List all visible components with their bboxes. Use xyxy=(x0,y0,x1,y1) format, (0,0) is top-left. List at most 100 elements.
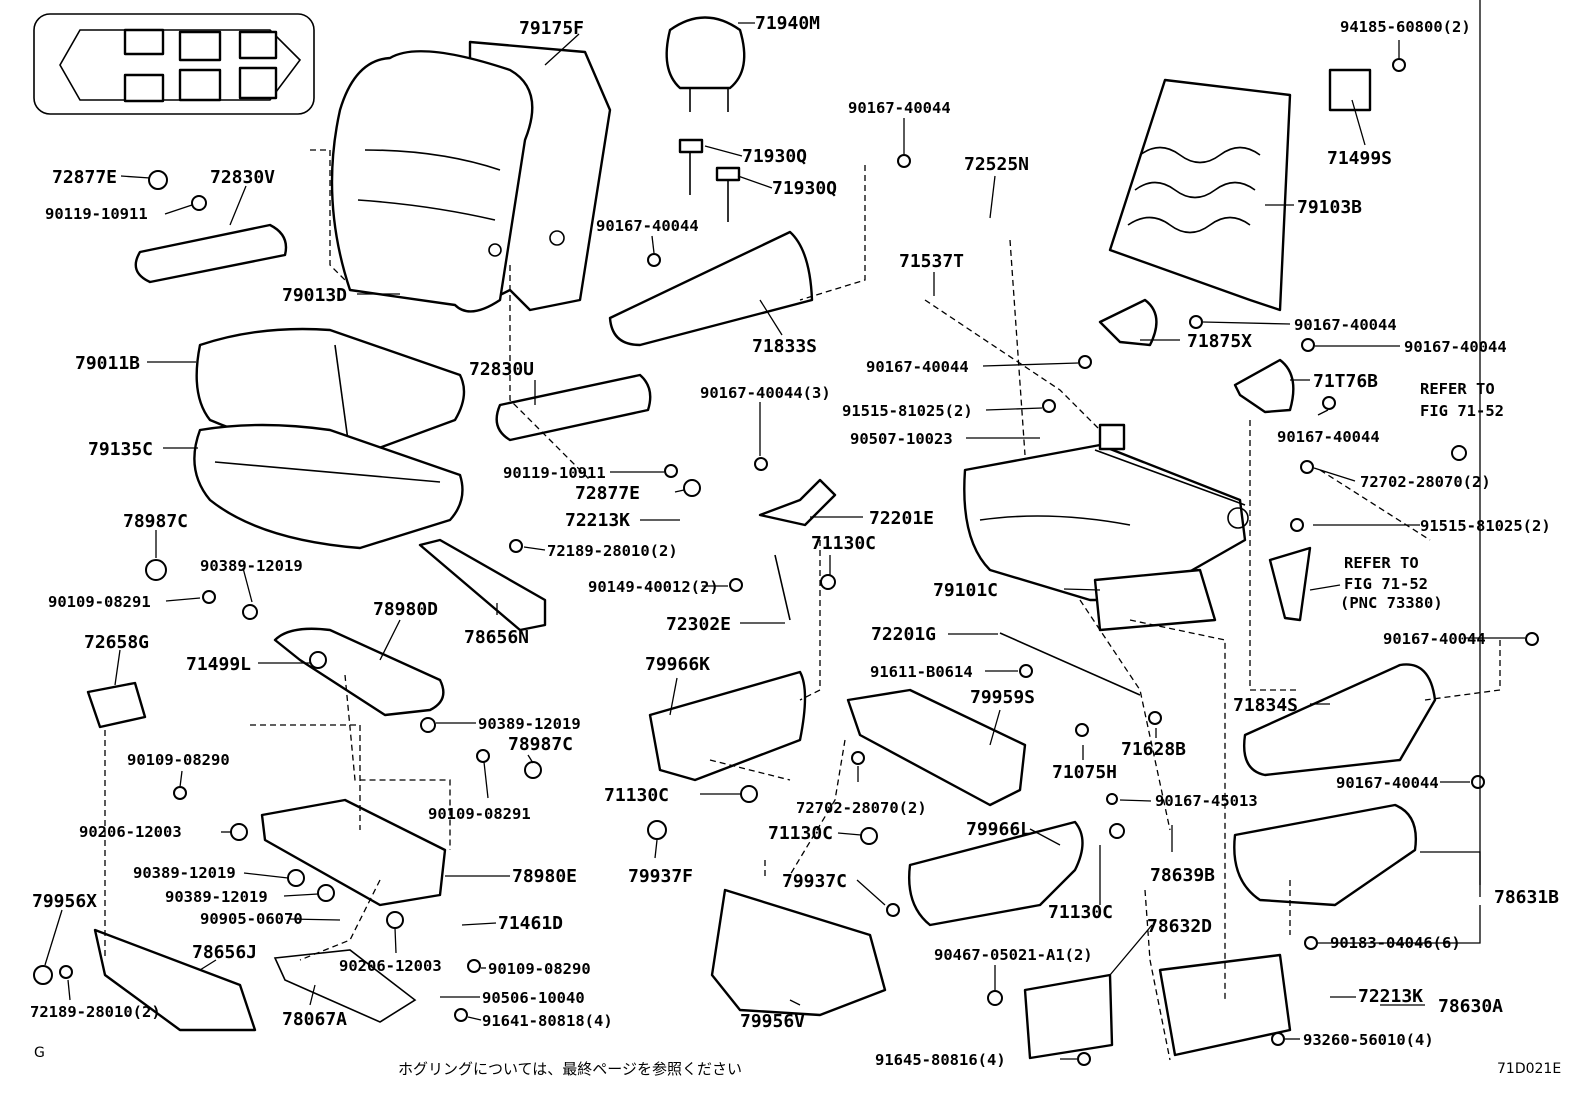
seat-cushion-assembly xyxy=(193,327,466,550)
label-72830V: 72830V xyxy=(210,167,275,188)
label-91611-B0614: 91611-B0614 xyxy=(870,663,973,681)
label-78632D: 78632D xyxy=(1147,916,1212,937)
label-90167-40044-r5: 90167-40044 xyxy=(1336,774,1439,792)
label-71875X: 71875X xyxy=(1187,331,1252,352)
side-trim-72658G xyxy=(86,681,147,729)
label-72213K-a: 72213K xyxy=(565,510,630,531)
label-71930Q-b: 71930Q xyxy=(772,178,837,199)
label-78987C-a: 78987C xyxy=(123,511,188,532)
label-91641-80818: 91641-80818(4) xyxy=(482,1012,613,1030)
side-cover-right xyxy=(1243,663,1437,777)
label-79135C: 79135C xyxy=(88,439,153,460)
belt-buckle xyxy=(1268,546,1312,622)
label-71130C-c: 71130C xyxy=(768,823,833,844)
headrest-part xyxy=(665,16,746,222)
label-90905-06070: 90905-06070 xyxy=(200,910,303,928)
label-71130C-b: 71130C xyxy=(604,785,669,806)
label-79937F: 79937F xyxy=(628,866,693,887)
refer-note-a-line1: REFER TO xyxy=(1420,380,1495,398)
label-90389-12019-c: 90389-12019 xyxy=(133,864,236,882)
label-91515-81025-b: 91515-81025(2) xyxy=(1420,517,1551,535)
label-90167-40044-r2: 90167-40044 xyxy=(1404,338,1507,356)
armrest-right-part xyxy=(495,373,652,442)
label-72525N: 72525N xyxy=(964,154,1029,175)
alignment-lines xyxy=(104,149,1501,1061)
label-79966L: 79966L xyxy=(966,819,1031,840)
label-78656N: 78656N xyxy=(464,627,529,648)
label-79956V: 79956V xyxy=(740,1011,805,1032)
stay-bar-78656N xyxy=(418,538,547,632)
footnote-text: ホグリングについては、最終ページを参照ください xyxy=(398,1060,742,1078)
label-90506-10040: 90506-10040 xyxy=(482,989,585,1007)
label-71130C-d: 71130C xyxy=(1048,902,1113,923)
label-94185-60800: 94185-60800(2) xyxy=(1340,18,1471,36)
cup-tray-part xyxy=(1233,803,1417,907)
label-90167-45013: 90167-45013 xyxy=(1155,792,1258,810)
label-90167-40044-3: 90167-40044(3) xyxy=(700,384,831,402)
label-78639B: 78639B xyxy=(1150,865,1215,886)
label-71537T: 71537T xyxy=(899,251,964,272)
label-72201E: 72201E xyxy=(869,508,934,529)
label-90206-12003-b: 90206-12003 xyxy=(339,957,442,975)
label-79103B: 79103B xyxy=(1297,197,1362,218)
label-72702-28070-b: 72702-28070(2) xyxy=(796,799,927,817)
hinge-cover-part xyxy=(608,230,814,347)
label-71461D: 71461D xyxy=(498,913,563,934)
label-79011B: 79011B xyxy=(75,353,140,374)
label-78980E: 78980E xyxy=(512,866,577,887)
label-78980D: 78980D xyxy=(373,599,438,620)
label-78067A: 78067A xyxy=(282,1009,347,1030)
label-71499S: 71499S xyxy=(1327,148,1392,169)
corner-letter: G xyxy=(34,1045,45,1061)
leg-cover-78656J xyxy=(93,928,257,1032)
label-72201G: 72201G xyxy=(871,624,936,645)
leader-lines xyxy=(44,0,1525,1060)
armrest-left-part xyxy=(134,223,288,284)
label-72189-28010-b: 72189-28010(2) xyxy=(30,1003,161,1021)
label-71833S: 71833S xyxy=(752,336,817,357)
leg-bar-upper xyxy=(273,627,445,717)
label-90167-40044-left: 90167-40044 xyxy=(596,217,699,235)
label-90389-12019-a: 90389-12019 xyxy=(200,557,303,575)
rod-72302E xyxy=(774,554,791,621)
label-72658G: 72658G xyxy=(84,632,149,653)
label-90109-08290-b: 90109-08290 xyxy=(488,960,591,978)
label-72877E-a: 72877E xyxy=(52,167,117,188)
label-90167-40044-mid: 90167-40044 xyxy=(866,358,969,376)
label-72302E: 72302E xyxy=(666,614,731,635)
leg-link-78067A xyxy=(273,949,417,1023)
label-90167-40044-r4: 90167-40044 xyxy=(1383,630,1486,648)
label-79937C: 79937C xyxy=(782,871,847,892)
label-90167-40044-r1: 90167-40044 xyxy=(1294,316,1397,334)
label-78656J: 78656J xyxy=(192,942,257,963)
hinge-bracket-rear xyxy=(1233,358,1295,414)
label-79966K: 79966K xyxy=(645,654,710,675)
label-71834S: 71834S xyxy=(1233,695,1298,716)
figure-code: 71D021E xyxy=(1497,1061,1562,1077)
seat-frame-part xyxy=(963,423,1249,632)
label-72877E-b: 72877E xyxy=(575,483,640,504)
label-90167-40044-top: 90167-40044 xyxy=(848,99,951,117)
label-79175F: 79175F xyxy=(519,18,584,39)
label-78630A: 78630A xyxy=(1438,996,1503,1017)
refer-note-b-line2: FIG 71-52 xyxy=(1344,575,1428,593)
rear-panel-part xyxy=(1023,973,1114,1060)
part-labels: 79175F 71940M 94185-60800(2) 72877E 7283… xyxy=(30,13,1559,1069)
label-90467-05021: 90467-05021-A1(2) xyxy=(934,946,1093,964)
label-90109-08291-a: 90109-08291 xyxy=(48,593,151,611)
label-90167-40044-r3: 90167-40044 xyxy=(1277,428,1380,446)
label-79956X: 79956X xyxy=(32,891,97,912)
lower-cover-side xyxy=(908,820,1084,927)
label-90109-08291-b: 90109-08291 xyxy=(428,805,531,823)
refer-note-a-line2: FIG 71-52 xyxy=(1420,402,1504,420)
label-90183-04046: 90183-04046(6) xyxy=(1330,934,1461,952)
fasteners xyxy=(33,58,1539,1066)
leg-cover-lower xyxy=(260,798,447,907)
storage-tray-part xyxy=(846,688,1027,807)
label-71130C-a: 71130C xyxy=(811,533,876,554)
label-72189-28010-a: 72189-28010(2) xyxy=(547,542,678,560)
label-71075H: 71075H xyxy=(1052,762,1117,783)
label-79013D: 79013D xyxy=(282,285,347,306)
label-71940M: 71940M xyxy=(755,13,820,34)
